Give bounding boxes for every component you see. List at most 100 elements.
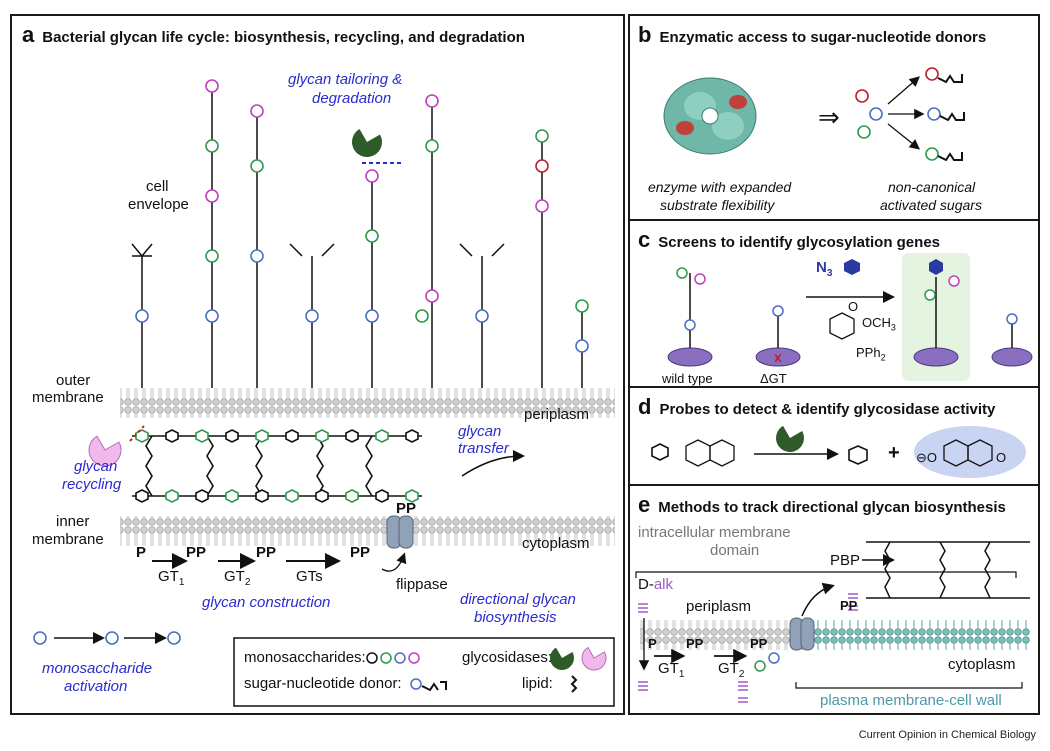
e-brace-bottom	[795, 682, 1023, 689]
e-pp-3: PP	[840, 598, 858, 613]
panel-e-letter: e	[638, 492, 651, 517]
transfer-arrow	[461, 450, 525, 477]
label-pp-3: PP	[350, 544, 371, 561]
label-pp-1: PP	[186, 544, 207, 561]
panel-d-letter: d	[638, 394, 652, 419]
c-azide-sub: 3	[826, 268, 833, 279]
label-cytoplasm: cytoplasm	[522, 535, 590, 552]
b-arrow-symbol: ⇒	[818, 102, 840, 132]
label-outer-membrane: membrane	[32, 389, 104, 406]
label-cell: cell	[146, 178, 169, 195]
peptidoglycan-sugars	[135, 429, 419, 503]
e-membrane-teal	[790, 620, 1030, 650]
legend-glycosidase-green	[550, 647, 574, 670]
label-gt1: GT1	[158, 568, 184, 588]
panel-a-heading: Bacterial glycan life cycle: biosynthesi…	[42, 29, 525, 46]
label-glycan-construction: glycan construction	[202, 594, 331, 611]
glycosidase-pink-recycling	[88, 435, 122, 467]
legend-monosaccharides: monosaccharides:	[244, 649, 366, 666]
e-pp-1: PP	[686, 636, 704, 651]
legend-donor-tail	[421, 681, 447, 692]
inner-membrane	[120, 516, 615, 546]
legend-sugar-green	[380, 652, 392, 664]
journal-credit: Current Opinion in Chemical Biology	[858, 729, 1036, 741]
label-inner-membrane: membrane	[32, 531, 104, 548]
e-plasma-membrane: plasma membrane-cell wall	[820, 692, 1002, 709]
flippase-arrow	[381, 552, 407, 572]
legend-box	[233, 637, 615, 707]
legend-donor: sugar-nucleotide donor:	[244, 675, 402, 692]
label-gts: GTs	[296, 568, 323, 585]
wt-sugar-blue	[684, 319, 696, 331]
b-caption-left-2: substrate flexibility	[660, 197, 775, 213]
d-plus: +	[888, 442, 900, 464]
e-transporter	[789, 617, 815, 651]
e-pp-2: PP	[750, 636, 768, 651]
azide-sugar	[844, 259, 860, 275]
e-sugar-green	[754, 660, 766, 672]
panel-a-graphic	[33, 79, 615, 707]
label-envelope: envelope	[128, 196, 189, 213]
c-phosphine-text: PPh	[856, 345, 881, 360]
e-dalk: D-alk	[638, 576, 673, 593]
b-product-green-tail	[937, 152, 963, 162]
e-p: P	[648, 636, 657, 651]
glycosidase-green-top	[352, 129, 382, 157]
product-dgt-protein	[991, 347, 1033, 367]
label-mono-1: monosaccharide	[42, 660, 153, 677]
b-sugar-red	[855, 89, 869, 103]
outer-glycan-sugars	[135, 79, 589, 353]
activation-sugar-2	[105, 631, 119, 645]
d-coumarin-product	[943, 439, 993, 467]
outer-membrane	[120, 388, 615, 418]
label-degradation: degradation	[312, 90, 392, 107]
e-gt2-text: GT	[718, 660, 739, 677]
b-product-red	[925, 67, 939, 81]
e-gt1-sub: 1	[678, 669, 685, 680]
e-alkyne-tags	[638, 593, 858, 703]
label-glycan-transfer-2: transfer	[458, 440, 509, 457]
label-glycan-recycling-1: glycan	[74, 458, 118, 475]
c-delta-gt: ΔGT	[760, 371, 787, 386]
panel-b-graphic	[663, 67, 965, 162]
e-gt1-text: GT	[658, 660, 679, 677]
d-coumarin-substrate	[685, 439, 735, 467]
d-substrate-sugar	[651, 443, 669, 461]
b-sugar-blue	[869, 107, 883, 121]
wt-sugar-green	[676, 267, 688, 279]
legend-donor-sugar	[410, 678, 422, 690]
flippase-protein	[386, 515, 414, 549]
panel-d-title: d Probes to detect & identify glycosidase…	[638, 394, 995, 420]
panel-c-heading: Screens to identify glycosylation genes	[658, 234, 940, 251]
b-product-red-tail	[937, 74, 963, 84]
c-wild-type: wild type	[662, 371, 713, 386]
label-flippase: flippase	[396, 576, 448, 593]
c-ester: OCH3	[862, 315, 896, 333]
product-labeled-sugar	[929, 259, 943, 275]
label-p: P	[136, 544, 147, 561]
e-peptidoglycan	[866, 541, 1030, 599]
e-periplasm: periplasm	[686, 598, 752, 615]
b-product-blue	[927, 107, 941, 121]
legend-sugar-magenta	[408, 652, 420, 664]
e-intracellular-2: domain	[710, 542, 760, 559]
gt1-sub: 1	[178, 577, 185, 588]
gt1-text: GT	[158, 568, 179, 585]
label-periplasm: periplasm	[524, 406, 590, 423]
e-dalk-suffix: alk	[653, 576, 674, 593]
b-sugar-green	[857, 125, 871, 139]
product-sugar-green	[924, 289, 936, 301]
product-protein	[913, 347, 959, 367]
product-sugar-magenta	[948, 275, 960, 287]
wt-protein	[667, 347, 713, 367]
panel-d-heading: Probes to detect & identify glycosidase …	[659, 401, 996, 418]
b-product-blue-tail	[939, 112, 965, 122]
label-pp-4: PP	[396, 500, 417, 517]
c-azide-text: N	[816, 259, 827, 276]
